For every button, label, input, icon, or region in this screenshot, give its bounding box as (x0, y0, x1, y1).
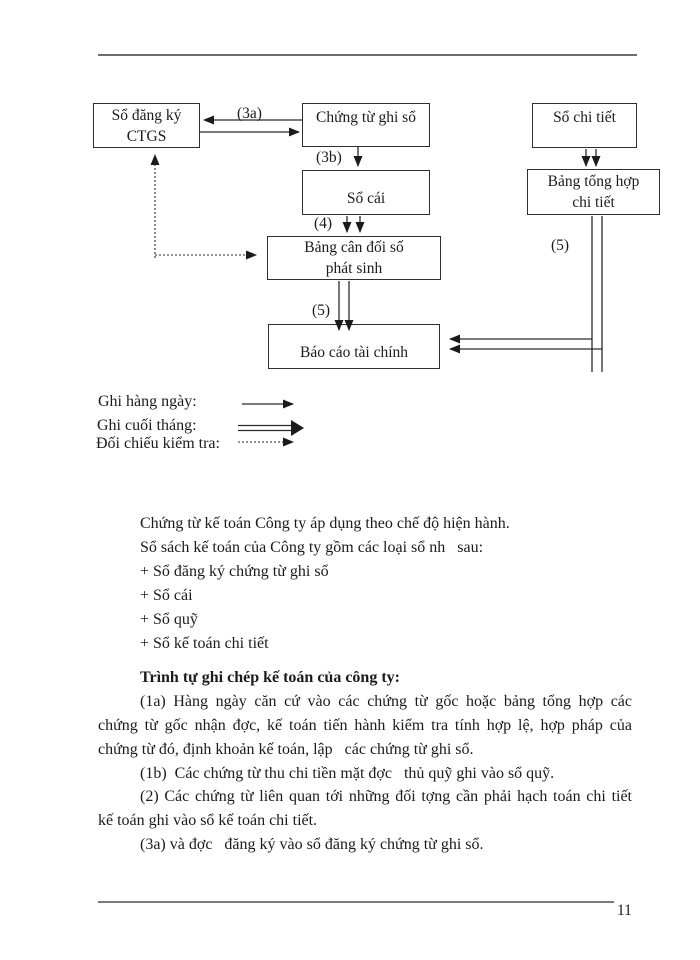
arrow-bangtonghop-to-baocao-double (449, 334, 602, 354)
flow-box-label: Sổ đăng ký (111, 106, 182, 124)
header-rule (98, 54, 637, 56)
legend-check-label: Đối chiếu kiểm tra: (96, 435, 220, 452)
body-text: Chứng từ kế toán Công ty áp dụng theo ch… (98, 512, 632, 857)
flow-box-label: Báo cáo tài chính (299, 344, 409, 361)
flow-step-label-3b: (3b) (316, 149, 342, 166)
footer-rule (98, 901, 614, 903)
flow-box-label: Sổ chi tiết (553, 109, 616, 126)
flow-box-label: Sổ cái (346, 190, 386, 207)
flow-box-bang-tong-hop: Bảng tổng hợp chi tiết (527, 169, 660, 215)
flow-box-label: Bảng tổng hợp (547, 173, 640, 190)
body-line: Chứng từ kế toán Công ty áp dụng theo ch… (140, 515, 510, 532)
legend-monthly-arrow (238, 420, 304, 436)
flow-box-so-cai: Sổ cái (302, 170, 430, 215)
arrow-socai-to-bangcandoi-double (342, 216, 365, 233)
legend-monthly-label: Ghi cuối tháng: (97, 417, 197, 434)
flow-box-label: CTGS (126, 127, 167, 145)
flow-box-so-chi-tiet: Sổ chi tiết (532, 103, 637, 148)
arrow-sochitiet-to-bangtonghop-double (581, 149, 601, 167)
body-heading: Trình tự ghi chép kế toán của công ty: (140, 668, 400, 686)
body-line: kế toán ghi vào sổ kế toán chi tiết. (98, 812, 318, 830)
flow-box-bang-can-doi: Bảng cân đối số phát sinh (267, 236, 441, 280)
body-line: + Sổ cái (140, 586, 193, 604)
page-number: 11 (617, 902, 632, 919)
flow-step-label-5-right: (5) (551, 237, 570, 254)
body-line: (1b) Các chứng từ thu chi tiền mặt đợc t… (140, 764, 555, 782)
body-line: + Sổ đăng ký chứng từ ghi sổ (140, 562, 329, 580)
body-line: (3a) và đợc đăng ký vào sổ đăng ký chứng… (140, 836, 484, 854)
body-line: (2) Các chứng từ liên quan tới những đối… (140, 788, 632, 806)
body-line: chứng từ đó, định khoản kế toán, lập các… (98, 740, 474, 758)
line-bangtonghop-down-double (591, 216, 603, 372)
flow-step-label-3a: (3a) (237, 105, 262, 122)
flow-step-label-5-left: (5) (312, 302, 331, 319)
body-line: + Sổ kế toán chi tiết (140, 634, 269, 652)
flow-step-label-4: (4) (314, 215, 333, 232)
flow-box-label: chi tiết (572, 194, 615, 211)
arrow-bangcandoi-to-baocao-double (334, 281, 354, 331)
legend-daily-label: Ghi hàng ngày: (98, 393, 197, 410)
body-line: (1a) Hàng ngày căn cứ vào các chứng từ g… (140, 692, 632, 710)
flow-box-chung-tu-ghi-so: Chứng từ ghi sổ (302, 103, 430, 147)
flow-box-label: Bảng cân đối số (304, 239, 404, 256)
flow-box-label: Chứng từ ghi sổ (316, 109, 416, 126)
flow-box-bao-cao-tai-chinh: Báo cáo tài chính (268, 324, 440, 369)
flow-box-label: phát sinh (325, 260, 383, 277)
body-line: + Sổ quỹ (140, 610, 198, 628)
body-line: chứng từ gốc nhận đợc, kế toán tiến hành… (98, 716, 632, 734)
flow-box-so-dang-ky-ctgs: Sổ đăng ký CTGS (93, 103, 200, 148)
body-line: Sổ sách kế toán của Công ty gồm các loại… (140, 538, 484, 556)
